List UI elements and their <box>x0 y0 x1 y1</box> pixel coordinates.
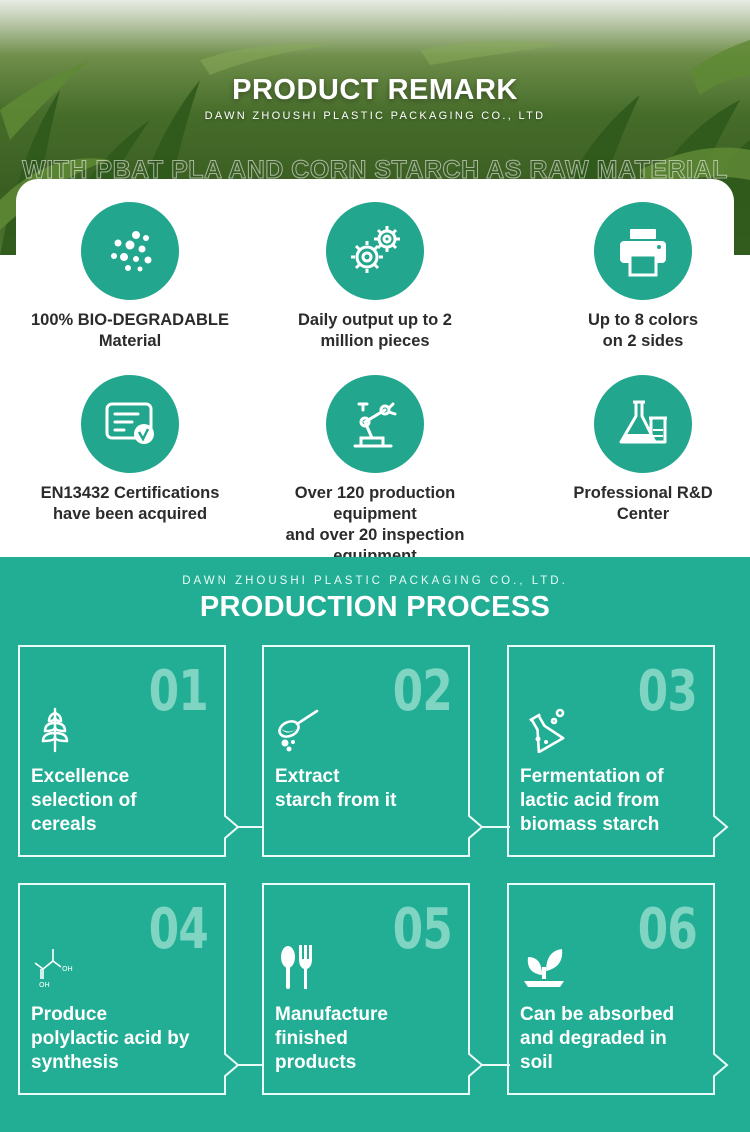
svg-text:OH: OH <box>62 965 73 973</box>
feature-label: Professional R&D Center <box>573 484 713 523</box>
feature-equipment: Over 120 production equipment and over 2… <box>255 375 495 567</box>
feature-label: Over 120 production equipment and over 2… <box>285 484 465 565</box>
step-number: 04 <box>148 897 209 962</box>
step-number: 03 <box>637 659 698 724</box>
svg-text:OH: OH <box>39 981 50 989</box>
certificate-icon <box>81 375 179 473</box>
process-step-06: 06 Can be absorbed and degraded in soil <box>507 883 715 1095</box>
hero-subtitle: DAWN ZHOUSHI PLASTIC PACKAGING CO., LTD <box>204 110 546 122</box>
feature-certification: EN13432 Certifications have been acquire… <box>10 375 250 525</box>
step-number: 05 <box>392 897 453 962</box>
production-process-section: DAWN ZHOUSHI PLASTIC PACKAGING CO., LTD.… <box>0 557 750 1132</box>
step-text: Excellence selection of cereals <box>31 766 137 835</box>
feature-biodegradable: 100% BIO-DEGRADABLE Material <box>10 202 250 352</box>
cutlery-icon <box>281 945 312 989</box>
process-step-05: 05 Manufacture finished products <box>262 883 470 1095</box>
features-card: 100% BIO-DEGRADABLE Material Daily outpu… <box>16 179 734 565</box>
step-number: 02 <box>392 659 453 724</box>
hero-title: PRODUCT REMARK <box>232 74 518 106</box>
process-step-02: 02 Extract starch from it <box>262 645 470 857</box>
chevron-right-icon <box>713 1052 729 1078</box>
process-step-04: 04 OH OH Produce polylactic acid by synt… <box>18 883 226 1095</box>
feature-colors: Up to 8 colors on 2 sides <box>523 202 750 352</box>
chevron-right-icon <box>224 814 264 840</box>
step-text: Can be absorbed and degraded in soil <box>520 1004 675 1073</box>
feature-label: Up to 8 colors on 2 sides <box>587 311 698 350</box>
chevron-right-icon <box>713 814 729 840</box>
robot-arm-icon <box>326 375 424 473</box>
dots-icon <box>81 202 179 300</box>
sprout-icon <box>524 949 564 987</box>
feature-label: EN13432 Certifications have been acquire… <box>40 484 220 523</box>
process-step-03: 03 Fermentation of lactic acid from biom… <box>507 645 715 857</box>
step-text: Fermentation of lactic acid from biomass… <box>520 766 664 835</box>
cornfield-background <box>0 40 750 255</box>
wheat-icon <box>41 707 69 753</box>
feature-daily-output: Daily output up to 2 million pieces <box>255 202 495 352</box>
process-subtitle: DAWN ZHOUSHI PLASTIC PACKAGING CO., LTD. <box>182 575 568 587</box>
step-number: 01 <box>148 659 209 724</box>
printer-icon <box>594 202 692 300</box>
step-number: 06 <box>637 897 698 962</box>
step-text: Produce polylactic acid by synthesis <box>31 1004 190 1073</box>
process-title: PRODUCTION PROCESS <box>199 591 551 623</box>
feature-label: 100% BIO-DEGRADABLE Material <box>30 311 230 350</box>
flask-icon <box>594 375 692 473</box>
step-text: Manufacture finished products <box>275 1004 388 1073</box>
step-text: Extract starch from it <box>275 766 397 811</box>
scoop-icon <box>278 709 319 752</box>
process-step-01: 01 Excellence selection of cereals <box>18 645 226 857</box>
chevron-right-icon <box>468 1052 510 1078</box>
chevron-right-icon <box>224 1052 264 1078</box>
gears-icon <box>326 202 424 300</box>
feature-label: Daily output up to 2 million pieces <box>298 311 452 350</box>
beaker-icon <box>529 708 565 753</box>
chevron-right-icon <box>468 814 510 840</box>
molecule-icon: OH OH <box>34 949 73 989</box>
feature-rnd: Professional R&D Center <box>523 375 750 525</box>
